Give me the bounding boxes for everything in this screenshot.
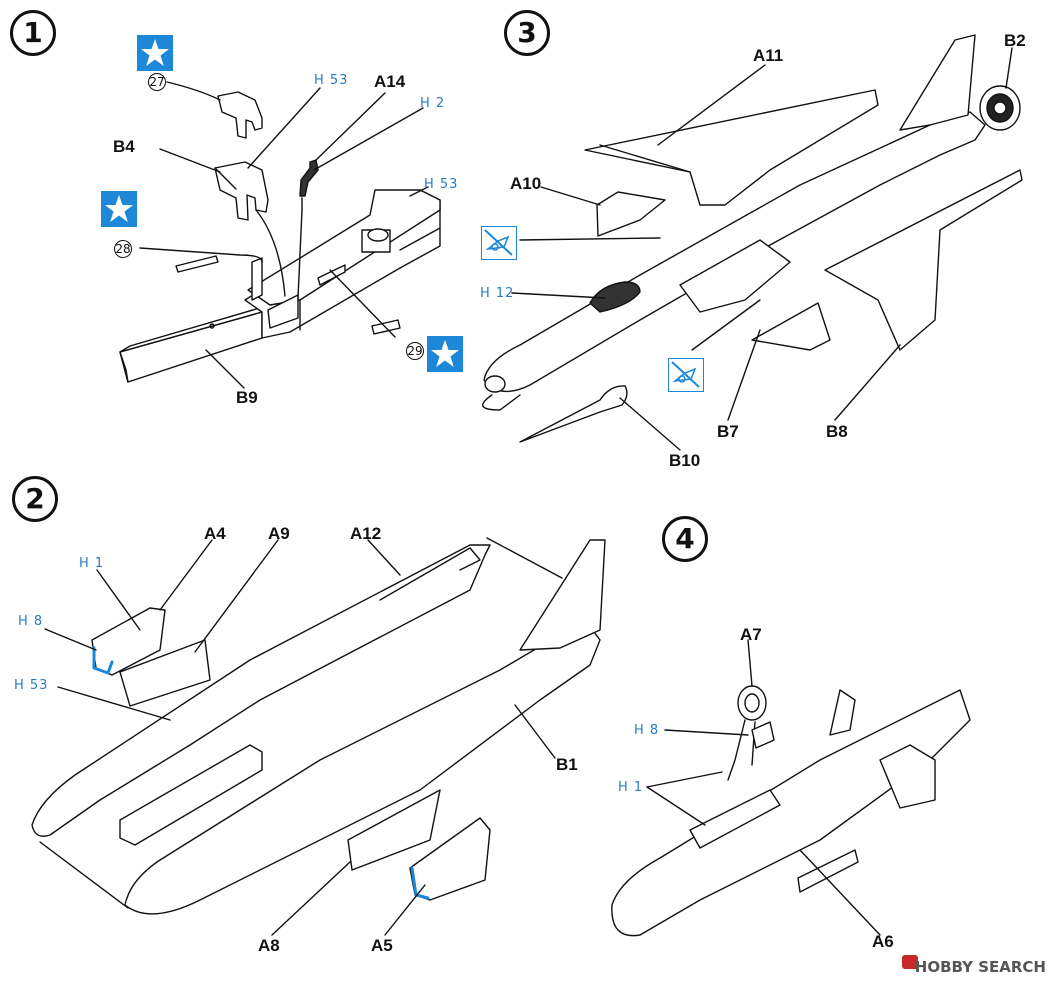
no-glue-icon <box>668 358 704 392</box>
decal-number: 29 <box>406 342 424 360</box>
step-number-3: 3 <box>504 10 550 56</box>
part-label-b4: B4 <box>113 137 135 156</box>
part-label-a12: A12 <box>350 524 382 543</box>
step3-drawing <box>482 34 1023 451</box>
paint-code-h53: H 53 <box>314 73 349 88</box>
star-decal-icon <box>427 336 463 372</box>
part-label-a5: A5 <box>371 936 393 955</box>
step1-drawing <box>119 81 441 389</box>
part-label-a11: A11 <box>753 46 784 65</box>
part-label-b7: B7 <box>717 422 739 441</box>
step-number-4: 4 <box>662 516 708 562</box>
paint-code-h8: H 8 <box>634 723 660 738</box>
paint-code-h53: H 53 <box>14 678 49 693</box>
part-label-a9: A9 <box>268 524 290 543</box>
decal-number: 27 <box>148 73 166 91</box>
star-decal-icon <box>101 191 137 227</box>
star-decal-icon <box>137 35 173 71</box>
paint-code-h53: H 53 <box>424 177 459 192</box>
hobby-search-logo-icon <box>902 955 918 969</box>
part-label-b2: B2 <box>1004 31 1026 50</box>
step-number-1: 1 <box>10 10 56 56</box>
step-number-2: 2 <box>12 476 58 522</box>
part-label-a8: A8 <box>258 936 280 955</box>
step2-drawing <box>31 537 606 936</box>
part-label-a10: A10 <box>510 174 542 193</box>
part-label-b8: B8 <box>826 422 848 441</box>
part-label-a14: A14 <box>374 72 406 91</box>
watermark-text: HOBBY SEARCH <box>914 958 1046 976</box>
paint-code-h2: H 2 <box>420 96 446 111</box>
part-label-a6: A6 <box>872 932 894 951</box>
decal-number: 28 <box>114 240 132 258</box>
part-label-b1: B1 <box>556 755 578 774</box>
paint-code-h8: H 8 <box>18 614 44 629</box>
part-label-a4: A4 <box>204 524 226 543</box>
no-glue-icon <box>481 226 517 260</box>
paint-code-h1: H 1 <box>618 780 644 795</box>
part-label-b9: B9 <box>236 388 258 407</box>
part-label-b10: B10 <box>669 451 701 470</box>
part-label-a7: A7 <box>740 625 762 644</box>
paint-code-h12: H 12 <box>480 286 515 301</box>
paint-code-h1: H 1 <box>79 556 105 571</box>
step4-drawing <box>611 639 971 937</box>
